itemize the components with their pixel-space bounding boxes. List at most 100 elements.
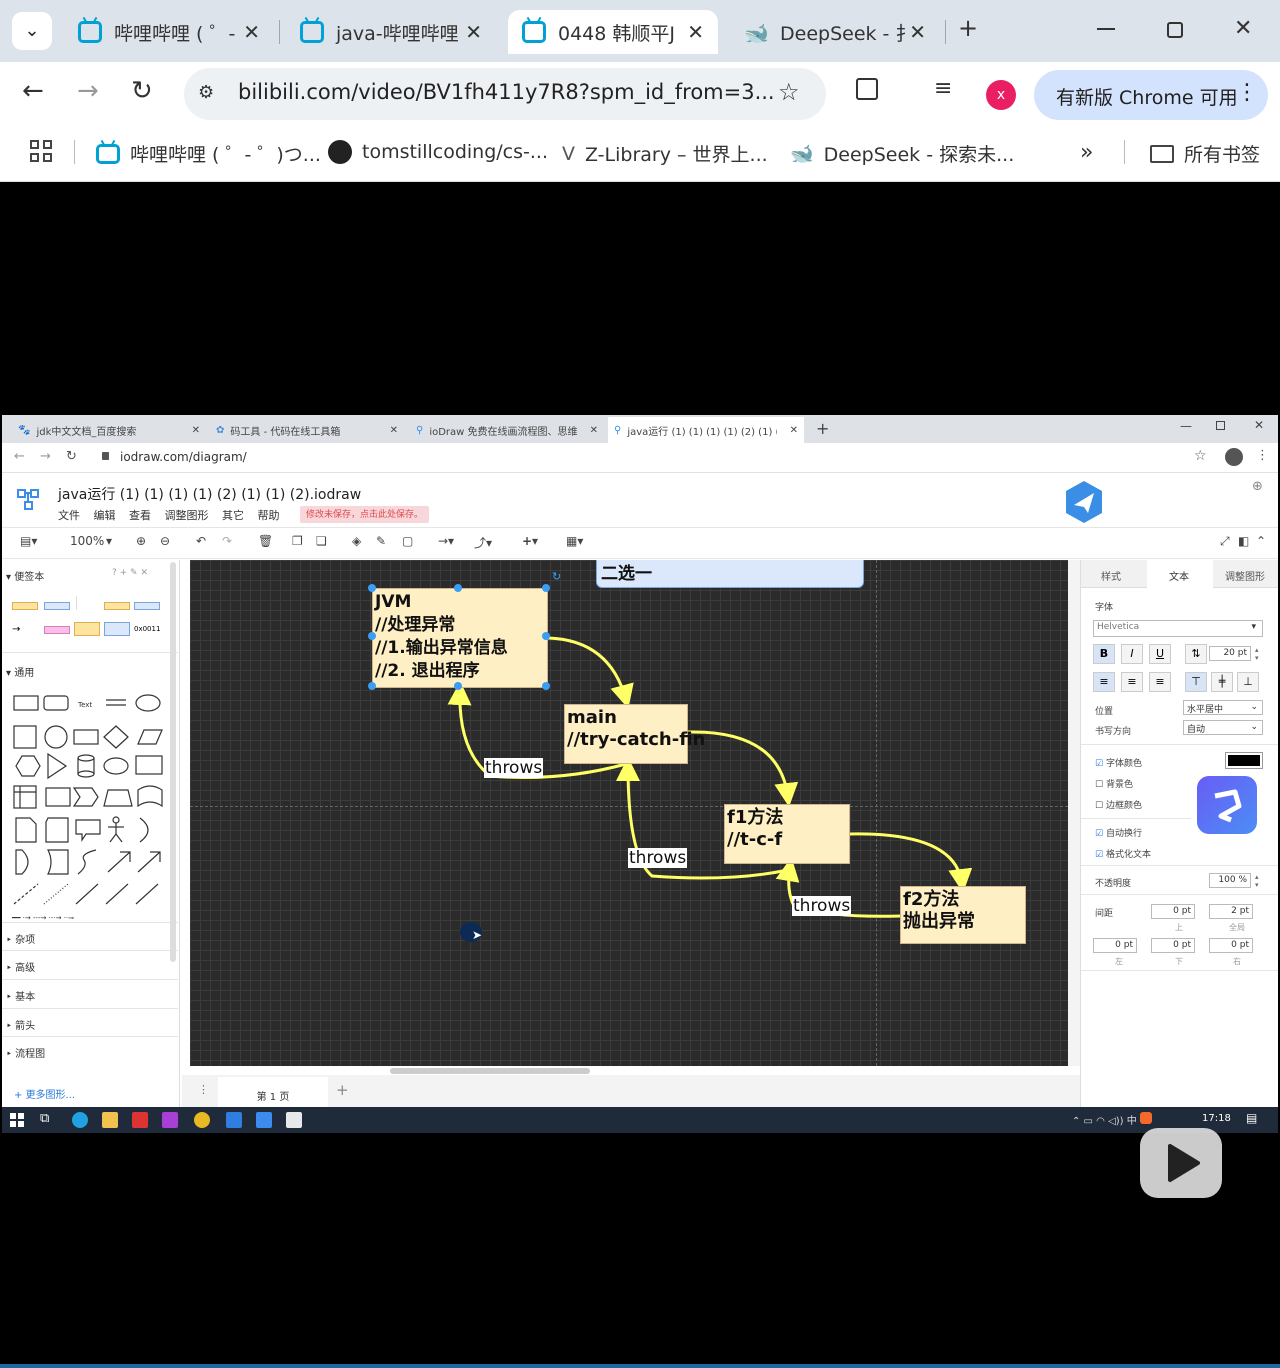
close-tab-icon[interactable]: ✕ [687,20,704,44]
bilibili-icon [522,21,546,43]
new-tab-button[interactable]: + [958,14,979,42]
extensions-icon[interactable] [856,78,878,100]
intellij-icon [162,1112,178,1128]
bookmark-item[interactable]: 🐋 DeepSeek - 探索未... [790,140,1014,167]
inner-tab: ⚲ ioDraw 免费在线画流程图、思维 ✕ [416,419,600,441]
inner-tab-label: ioDraw 免费在线画流程图、思维 [429,426,578,438]
video-progress-strip[interactable] [0,1364,1280,1368]
close-tab-icon[interactable]: ✕ [465,20,482,44]
bookmark-item[interactable]: tomstillcoding/cs-... [328,140,548,164]
checkbox-checked-icon: ☑ [1095,829,1104,839]
bookmark-item[interactable]: 哔哩哔哩 ( ゜- ゜)つ... [96,140,321,167]
bookmark-star-icon[interactable]: ☆ [778,78,800,106]
page-tab-1: 第 1 页 [218,1077,328,1107]
browser-tab[interactable]: 🐋 DeepSeek - 扌 ✕ [730,10,940,54]
menu-bar: 文件 编辑 查看 调整图形 其它 帮助 [58,507,290,523]
folder-icon [1150,144,1174,163]
collapse-icon: ⌃ [1256,534,1267,548]
media-control-icon[interactable]: ≡ [934,76,953,101]
inner-tab: 🐾 jdk中文文档_百度搜索 ✕ [18,419,202,441]
check-border-color: ☐ 边框颜色 [1095,798,1142,811]
lock-icon [102,452,109,460]
more-bookmarks-icon[interactable]: » [1080,140,1094,165]
fullscreen-icon: ⤢ [1220,534,1230,548]
reload-icon[interactable]: ↻ [131,76,153,106]
app-red-icon [132,1112,148,1128]
back-icon[interactable]: ← [22,76,44,106]
line-color-icon: ✎ [376,534,387,548]
rotate-handle-icon: ↻ [552,570,562,583]
node-main: main //try-catch-fin [564,704,705,764]
format-tabs: 样式 文本 调整图形 [1081,560,1278,589]
format-panel-icon: ▤▾ [20,534,38,548]
menu-file: 文件 [58,509,80,522]
menu-edit: 编辑 [93,509,116,522]
tab-search-button[interactable]: ⌄ [12,12,52,50]
to-front-icon: ❐ [292,534,303,548]
sidebar-section-misc: ‣ 杂项 [2,922,178,950]
url-text[interactable]: bilibili.com/video/BV1fh411y7R8?spm_id_f… [238,80,775,104]
terminal-icon [286,1112,302,1128]
fill-color-icon: ◈ [352,534,362,548]
bilibili-icon [78,21,102,43]
section-label: 高级 [15,963,36,974]
all-bookmarks-label: 所有书签 [1184,144,1261,166]
edge-icon [72,1112,88,1128]
close-tab-icon[interactable]: ✕ [909,20,926,44]
stepper-icon: ▴▾ [1255,873,1259,889]
iodraw-icon: ⚲ [614,424,622,436]
forward-icon[interactable]: → [77,76,99,106]
general-header: ▾ 通用 [6,668,35,679]
panel-toggle-icon: ◧ [1238,534,1250,548]
menu-dots-icon[interactable]: ⋮ [1236,80,1258,105]
deepseek-icon: 🐋 [790,143,814,165]
tab-text-label: 文本 [1169,572,1189,583]
close-window-icon[interactable]: ✕ [1234,16,1253,41]
zoom-out-icon: ⊖ [160,534,171,548]
omnibox[interactable]: ⚙ bilibili.com/video/BV1fh411y7R8?spm_id… [184,68,826,120]
edge-label-throws: throws [792,896,852,916]
bilibili-icon [300,21,324,43]
maximize-icon[interactable] [1167,22,1183,38]
reload-icon: ↻ [66,449,77,464]
iodraw-toolbar: ▤▾ 100% ▾ ⊕ ⊖ ↶ ↷ 🗑 ❐ ❏ ◈ ✎ ▢ →▾ ⤴▾ +▾ ▦… [2,527,1278,559]
browser-tab[interactable]: java-哔哩哔哩 ✕ [286,10,496,54]
menu-other: 其它 [222,509,244,522]
dropdown-arrow-icon: ⌄ [1250,702,1258,712]
tab-arrange: 调整图形 [1225,572,1265,583]
close-tab-icon[interactable]: ✕ [243,20,260,44]
checkbox-checked-icon: ☑ [1095,850,1104,860]
shape-sidebar: ▾ 便签本 ? + ✎ ✕ → 0x0011 ▾ 通用 Text [2,560,180,1108]
direction-label: 书写方向 [1095,727,1132,737]
zoom-in-icon: ⊕ [136,534,147,548]
site-info-icon[interactable]: ⚙ [198,82,215,103]
browser-tab[interactable]: 哔哩哔哩 ( ゜- ✕ [64,10,274,54]
bookmark-item[interactable]: V Z-Library – 世界上... [562,140,768,167]
to-back-icon: ❏ [316,534,327,548]
node-f1: f1方法 //t-c-f [724,804,850,864]
profile-avatar[interactable]: x [986,80,1016,110]
apps-grid-icon[interactable] [30,140,52,162]
inner-tab: ✿ 码工具 - 代码在线工具箱 ✕ [216,419,400,441]
minimize-icon[interactable] [1097,28,1115,30]
opacity-label: 不透明度 [1095,879,1132,889]
font-label: 字体 [1095,603,1114,613]
diagram-canvas: 二选一 JVM //处理异常 //1.输出异常信息 //2. 退出程序 ↻ ma… [190,560,1068,1066]
format-panel: 样式 文本 调整图形 字体 Helvetica ▾ B I U ⇅ 20 pt … [1080,560,1278,1108]
close-tab-icon: ✕ [789,424,798,436]
inner-url: iodraw.com/diagram/ [120,450,247,464]
close-tab-icon: ✕ [191,424,200,436]
stepper-icon: ▴▾ [1255,646,1259,662]
diagram-edges [447,636,973,918]
inner-close-icon: ✕ [1254,418,1265,432]
tab-label: 0448 韩顺平J [558,22,675,45]
node-f2: f2方法 抛出异常 [900,886,1026,944]
align-center-button: ≡ [1121,672,1143,692]
page-break-v [876,560,877,1066]
play-button-icon[interactable] [1140,1128,1222,1198]
all-bookmarks-button[interactable]: 所有书签 [1150,140,1260,167]
bookmark-label: 哔哩哔哩 ( ゜- ゜)つ... [130,144,321,166]
browser-tab-active[interactable]: 0448 韩顺平J ✕ [508,10,718,54]
chrome-update-button[interactable]: 有新版 Chrome 可用 ⋮ [1034,70,1268,120]
spacing-label: 间距 [1095,909,1114,919]
